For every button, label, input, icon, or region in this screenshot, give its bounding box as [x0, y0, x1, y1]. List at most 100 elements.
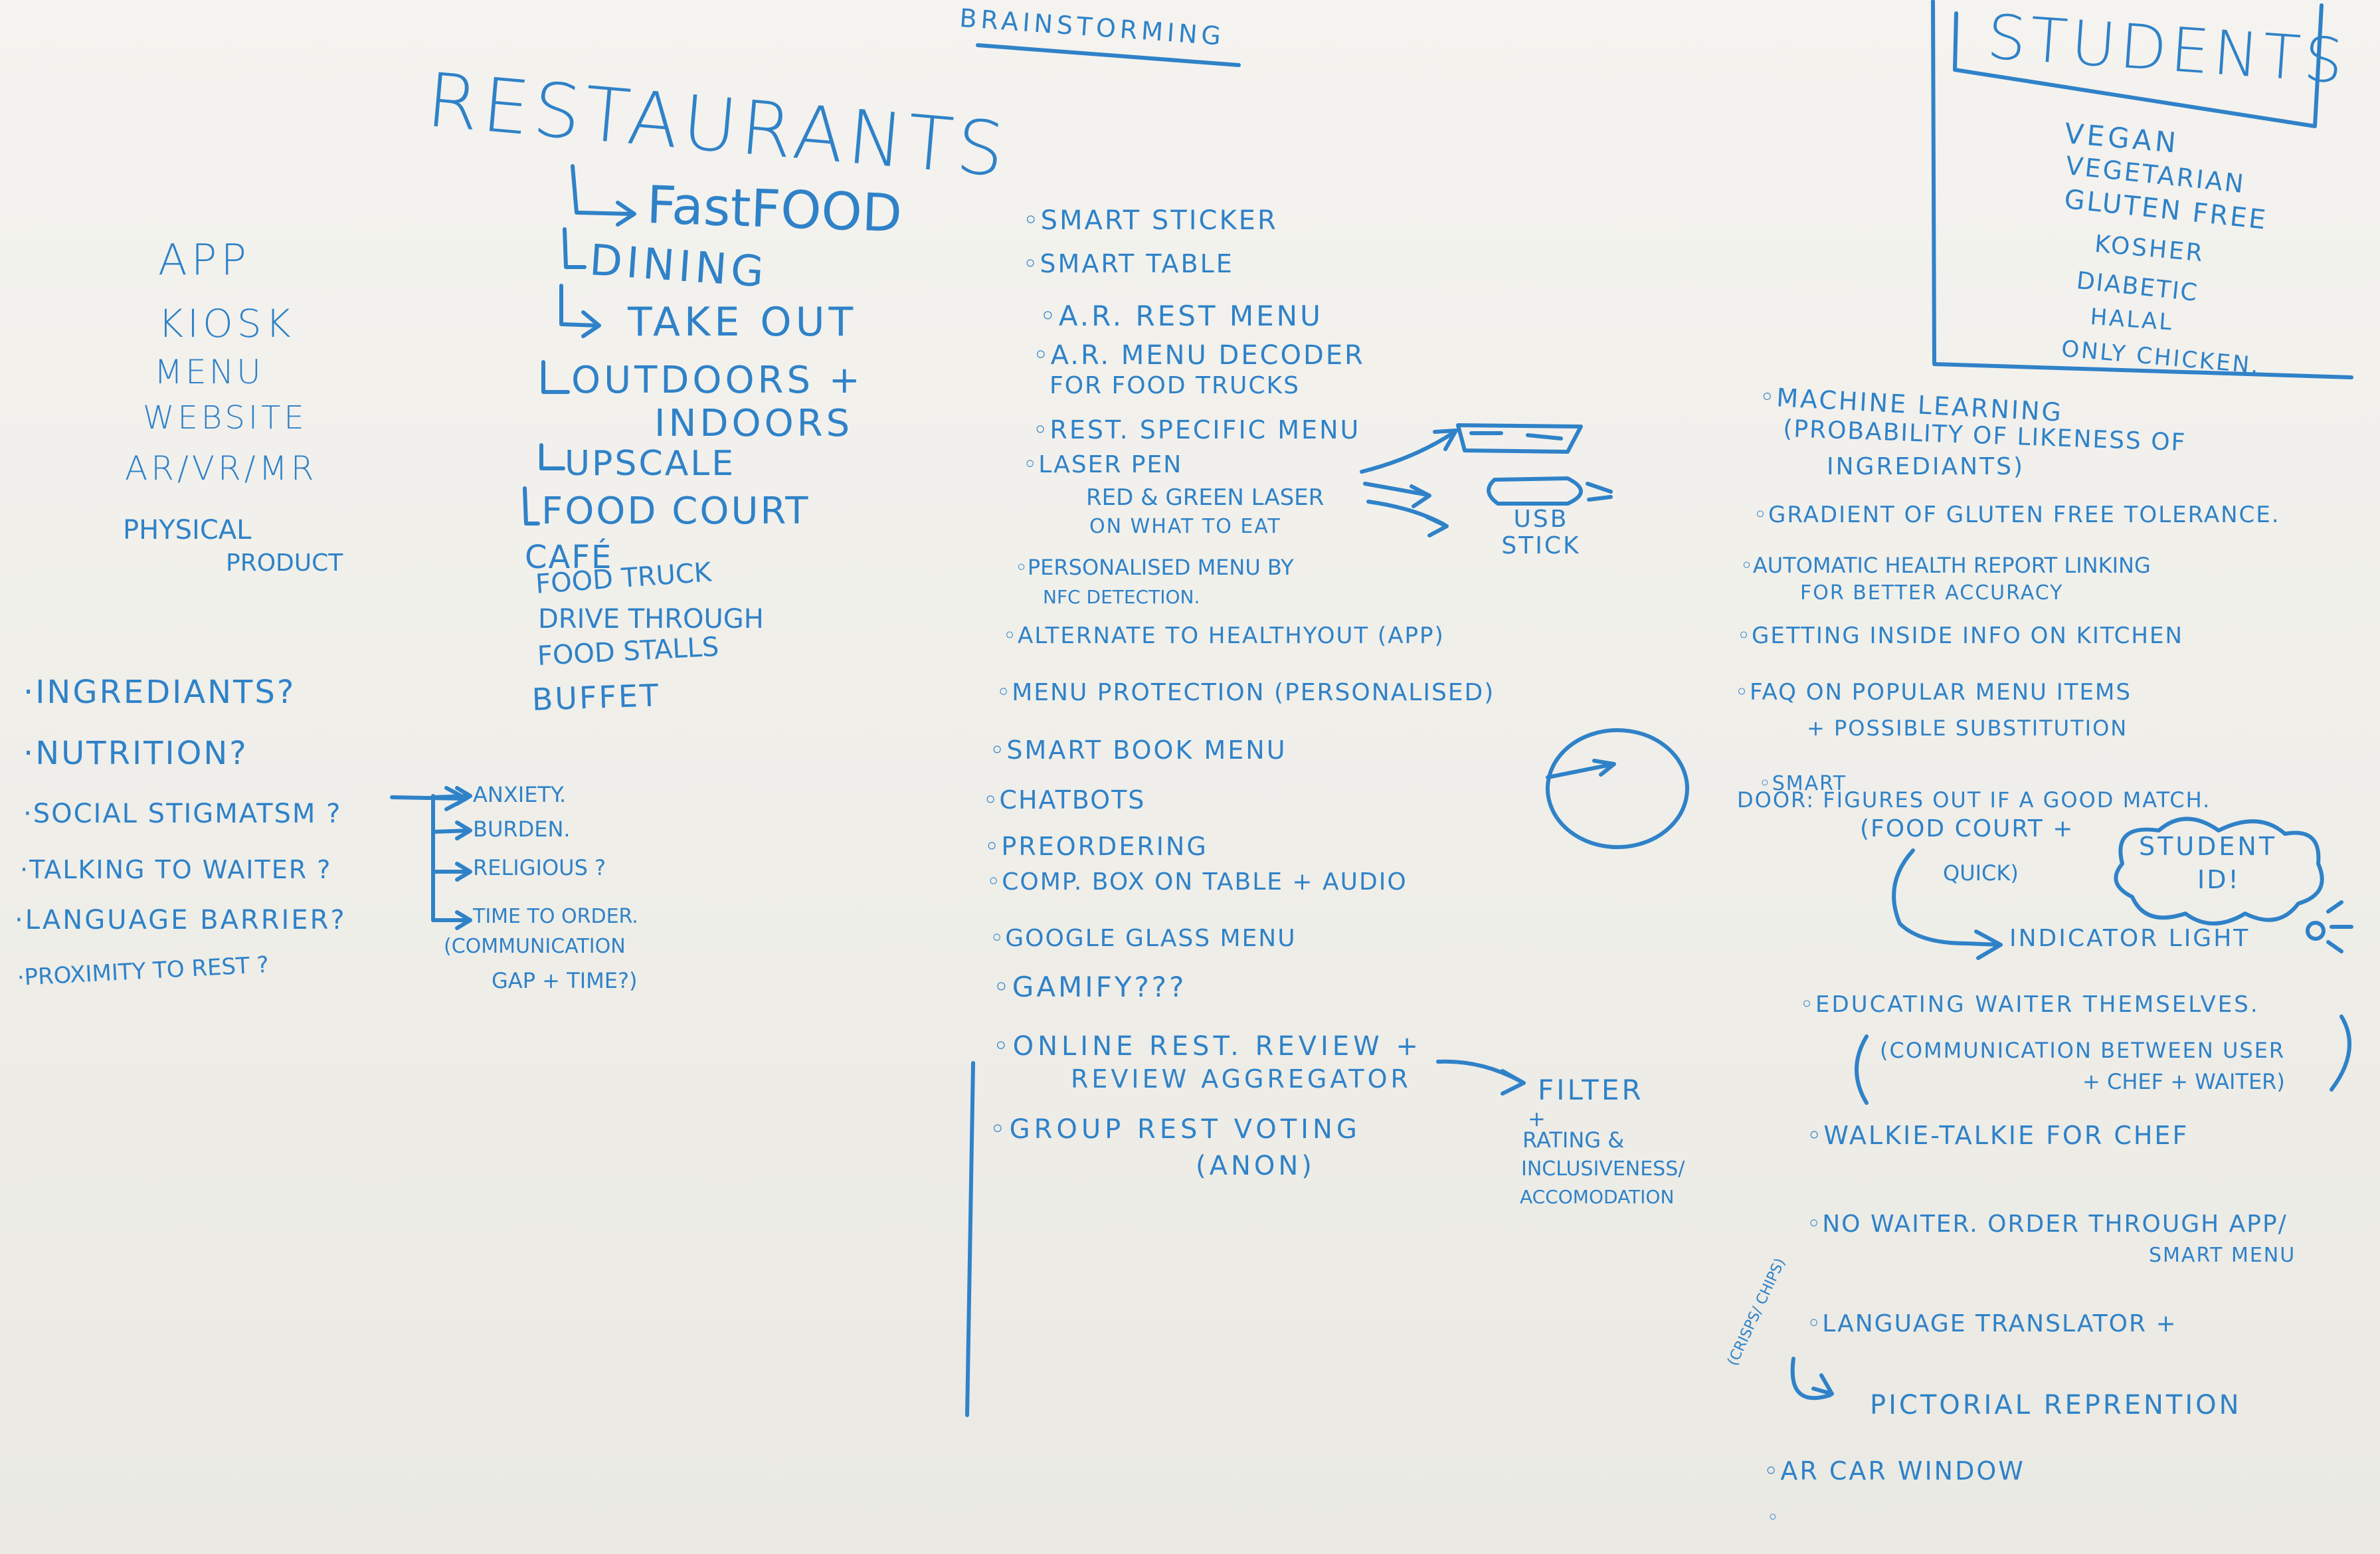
right-idea-student-id: STUDENT — [2139, 832, 2278, 861]
right-idea-faq-2: + POSSIBLE SUBSTITUTION — [1807, 716, 2128, 741]
student-diet-halal: HALAL — [2089, 304, 2175, 336]
branch-communication-label: (COMMUNICATION — [444, 935, 626, 958]
hook-foodcourt — [523, 486, 540, 526]
right-idea-smart: ◦SMART — [1759, 772, 1847, 795]
idea-online-review-2: REVIEW AGGREGATOR — [1071, 1064, 1412, 1094]
right-idea-machine-learning-3: INGREDIANTS) — [1827, 453, 2025, 480]
idea-ar-menu-decoder-2: FOR FOOD TRUCKS — [1050, 372, 1300, 399]
platform-website: WEBSITE — [143, 399, 308, 437]
filter-inclusiveness: INCLUSIVENESS/ — [1521, 1157, 1685, 1181]
filter-label: FILTER — [1538, 1074, 1644, 1106]
device-sketch — [1456, 423, 1583, 454]
hook-outdoors — [541, 360, 570, 394]
crisps-arrow — [1790, 1357, 1834, 1401]
right-idea-language-translator: ◦LANGUAGE TRANSLATOR + — [1807, 1310, 2177, 1337]
platform-physical: PHYSICAL — [123, 515, 252, 545]
branch-anxiety-label: ANXIETY. — [473, 782, 567, 807]
student-id-cloud — [2114, 817, 2324, 925]
branch-gap-label: GAP + TIME?) — [492, 968, 638, 993]
right-idea-health-report-2: FOR BETTER ACCURACY — [1800, 581, 2064, 605]
idea-chatbots: ◦CHATBOTS — [983, 785, 1146, 815]
idea-group-voting: ◦GROUP REST VOTING — [990, 1114, 1361, 1145]
filter-arrow — [1436, 1059, 1526, 1096]
right-idea-no-waiter-2: SMART MENU — [2149, 1244, 2296, 1267]
right-idea-indicator-light: INDICATOR LIGHT — [2009, 925, 2250, 952]
hook-fastfood — [571, 164, 636, 227]
idea-smart-sticker: ◦SMART STICKER — [1023, 205, 1278, 236]
educate-bracket-l — [1855, 1034, 1869, 1105]
usb-stick-label: USB STICK — [1501, 506, 1581, 560]
idea-laser-pen-2: RED & GREEN LASER — [1086, 484, 1325, 511]
question-talking-to-waiter: ·TALKING TO WAITER ? — [20, 855, 332, 884]
right-idea-educating-waiter-2: (COMMUNICATION BETWEEN USER — [1880, 1038, 2286, 1063]
students-box — [1931, 0, 2353, 379]
platform-kiosk: KIOSK — [158, 301, 295, 346]
branch-religious-label: RELIGIOUS ? — [473, 855, 606, 880]
idea-ar-rest-menu: ◦A.R. REST MENU — [1040, 300, 1323, 332]
branch-religious — [431, 862, 472, 882]
question-language-barrier: ·LANGUAGE BARRIER? — [15, 905, 347, 935]
filter-accomodation: ACCOMODATION — [1520, 1186, 1675, 1208]
platform-ar-vr-mr: AR/VR/MR — [125, 449, 318, 488]
filter-rating: RATING & — [1522, 1127, 1625, 1153]
door-bracket — [1892, 848, 2001, 947]
right-idea-quick: QUICK) — [1943, 860, 2019, 886]
circle-sketch — [1546, 728, 1689, 850]
idea-preordering: ◦PREORDERING — [984, 832, 1208, 861]
restaurant-item-indoors: INDOORS — [654, 402, 854, 445]
branch-anxiety — [431, 786, 472, 806]
restaurant-item-foodcourt: FOOD COURT — [541, 490, 810, 533]
right-idea-student-id-2: ID! — [2197, 865, 2241, 894]
idea-personalised-menu-2: NFC DETECTION. — [1043, 586, 1200, 608]
idea-rest-specific-menu: ◦REST. SPECIFIC MENU — [1033, 415, 1361, 444]
idea-smart-table: ◦SMART TABLE — [1023, 249, 1234, 278]
restaurant-item-buffet: BUFFET — [531, 677, 661, 718]
branch-time — [431, 910, 472, 930]
right-idea-health-report: ◦AUTOMATIC HEALTH REPORT LINKING — [1740, 553, 2151, 578]
idea-alternate-healthyout: ◦ALTERNATE TO HEALTHYOUT (APP) — [1003, 623, 1445, 649]
right-idea-pictorial: PICTORIAL REPRENTION — [1870, 1390, 2242, 1420]
idea-comp-box: ◦COMP. BOX ON TABLE + AUDIO — [986, 868, 1408, 896]
idea-smart-book-menu: ◦SMART BOOK MENU — [990, 735, 1287, 765]
branch-burden-label: BURDEN. — [473, 817, 571, 842]
idea-laser-pen-3: ON WHAT TO EAT — [1089, 515, 1281, 538]
right-idea-kitchen-info: ◦GETTING INSIDE INFO ON KITCHEN — [1737, 623, 2183, 649]
idea-google-glass: ◦GOOGLE GLASS MENU — [990, 925, 1297, 952]
restaurant-item-upscale: UPSCALE — [565, 444, 736, 484]
right-idea-educating-waiter-3: + CHEF + WAITER) — [2082, 1069, 2285, 1094]
laser-arrow-3 — [1366, 500, 1449, 537]
filter-plus: + — [1528, 1106, 1546, 1131]
right-idea-gluten-gradient: ◦GRADIENT OF GLUTEN FREE TOLERANCE. — [1754, 502, 2280, 528]
idea-online-review: ◦ONLINE REST. REVIEW + — [993, 1031, 1422, 1062]
restaurant-item-dining: DINING — [588, 236, 770, 298]
platform-product: PRODUCT — [226, 549, 343, 577]
column-divider — [965, 1061, 975, 1417]
platform-app: APP — [158, 236, 250, 285]
idea-menu-protection: ◦MENU PROTECTION (PERSONALISED) — [996, 679, 1495, 706]
idea-personalised-menu: ◦PERSONALISED MENU BY — [1015, 555, 1294, 580]
hook-upscale — [539, 443, 565, 470]
usb-sketch — [1487, 476, 1613, 506]
restaurant-item-cafe: CAFÉ — [525, 539, 613, 576]
branch-time-label: TIME TO ORDER. — [473, 905, 638, 928]
door-arrow — [1974, 929, 2003, 960]
question-nutrition: ·NUTRITION? — [23, 735, 248, 772]
restaurant-item-drivethrough: DRIVE THROUGH — [538, 604, 764, 634]
hook-takeout — [559, 284, 601, 338]
question-ingredients: ·INGREDIANTS? — [23, 674, 296, 711]
restaurant-item-takeout: TAKE OUT — [628, 299, 858, 345]
restaurant-item-outdoors: OUTDOORS + — [571, 359, 864, 402]
laser-arrow-1 — [1360, 429, 1458, 474]
right-idea-food-court: (FOOD COURT + — [1860, 815, 2074, 842]
right-idea-ar-car-window: ◦AR CAR WINDOW — [1764, 1456, 2025, 1486]
branch-burden — [431, 821, 472, 840]
idea-laser-pen: ◦LASER PEN — [1023, 451, 1183, 478]
right-idea-walkie-talkie: ◦WALKIE-TALKIE FOR CHEF — [1807, 1121, 2189, 1150]
idea-ar-menu-decoder: ◦A.R. MENU DECODER — [1033, 340, 1365, 371]
right-idea-faq: ◦FAQ ON POPULAR MENU ITEMS — [1735, 679, 2132, 706]
light-sun — [2305, 900, 2353, 953]
right-idea-no-waiter: ◦NO WAITER. ORDER THROUGH APP/ — [1807, 1211, 2288, 1238]
laser-arrow-2 — [1363, 482, 1431, 508]
